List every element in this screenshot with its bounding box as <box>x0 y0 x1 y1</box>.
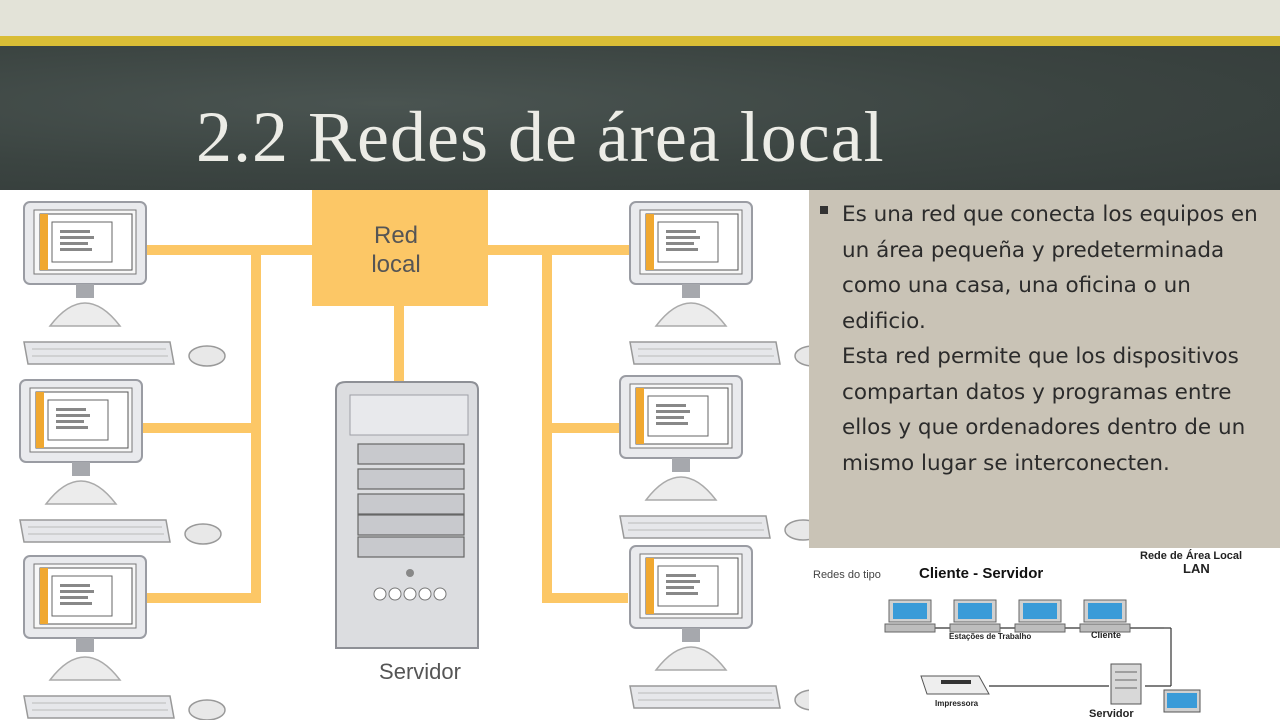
title-banner <box>0 46 1280 190</box>
paragraph-2: Esta red permite que los dispositivos co… <box>842 344 1246 476</box>
top-bar <box>0 0 1280 36</box>
client-server-diagram: Redes do tipo Cliente - Servidor Rede de… <box>809 548 1280 720</box>
rd-server <box>1110 663 1142 705</box>
gold-divider <box>0 36 1280 46</box>
rd-printer <box>920 675 990 695</box>
rd-corner-line2: LAN <box>1183 561 1210 576</box>
rd-workstation-3 <box>1014 599 1066 633</box>
pc-right-bottom <box>629 545 809 711</box>
rd-workstation-2 <box>949 599 1001 633</box>
rd-printer-label: Impressora <box>935 699 979 708</box>
rd-client <box>1079 599 1131 633</box>
rd-corner-line1: Rede de Área Local <box>1140 549 1242 562</box>
paragraph-1: Es una red que conecta los equipos en un… <box>842 202 1258 334</box>
lan-diagram: Red local Servidor <box>0 190 809 720</box>
rd-monitor <box>1163 689 1201 713</box>
server-label: Servidor <box>379 659 461 684</box>
rd-workstations-label: Estações de Trabalho <box>949 632 1031 641</box>
description-panel <box>809 190 1280 548</box>
pc-right-top <box>629 201 809 367</box>
network-label-line2: local <box>371 251 420 278</box>
pc-right-middle <box>619 375 809 541</box>
pc-left-middle <box>19 379 222 545</box>
network-label-line1: Red <box>374 222 418 249</box>
pc-left-bottom <box>23 555 226 720</box>
pc-left-top <box>23 201 226 367</box>
rd-client-label: Cliente <box>1091 630 1121 640</box>
rd-heading-small: Redes do tipo <box>813 569 881 581</box>
rd-server-label: Servidor <box>1089 708 1134 720</box>
rd-heading-big: Cliente - Servidor <box>919 565 1043 582</box>
rd-workstation-1 <box>884 599 936 633</box>
slide-title: 2.2 Redes de área local <box>196 97 885 177</box>
server-tower <box>335 381 479 649</box>
bullet-square-icon <box>820 206 828 214</box>
description-text: Es una red que conecta los equipos en un… <box>842 197 1272 481</box>
network-box <box>312 190 488 306</box>
